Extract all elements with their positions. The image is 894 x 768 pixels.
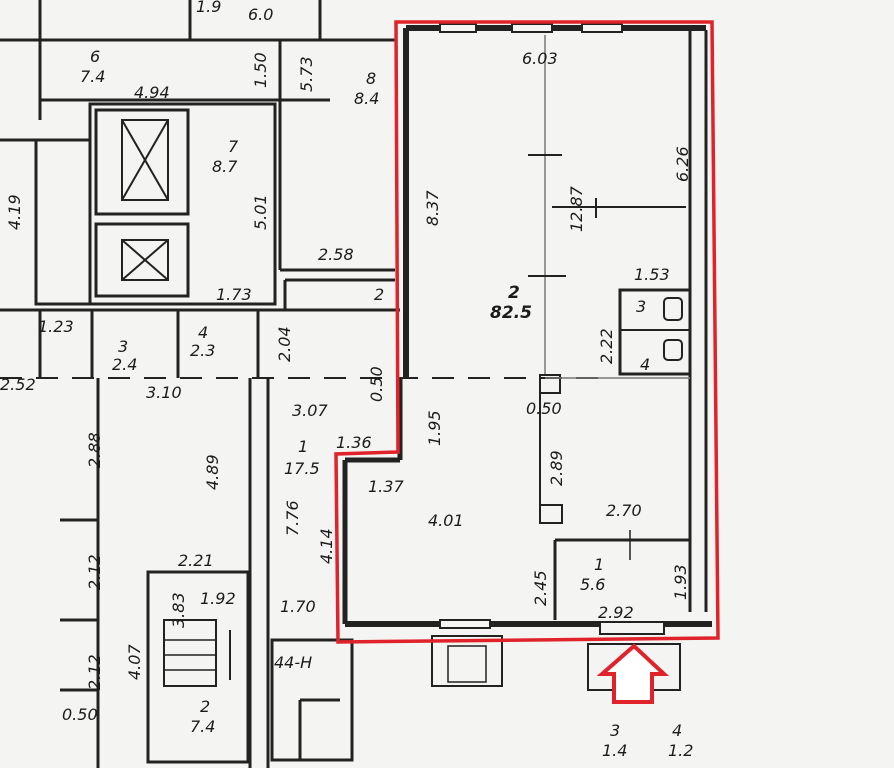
room4a-area: 2.3 [190, 341, 215, 360]
room6-number: 6 [90, 47, 100, 66]
room3a-area: 2.4 [112, 355, 137, 374]
room6-area: 7.4 [80, 67, 105, 86]
label-2-21: 2.21 [178, 551, 214, 570]
label-44-h: 44-H [274, 653, 312, 672]
label-2-92: 2.92 [598, 603, 634, 622]
room3b-number: 3 [610, 721, 620, 740]
label-3-10: 3.10 [146, 383, 182, 402]
label-1-37: 1.37 [368, 477, 404, 496]
label-7-76: 7.76 [283, 500, 302, 536]
label-1-95: 1.95 [425, 410, 444, 446]
label-2-89: 2.89 [547, 450, 566, 486]
label-2-04: 2.04 [275, 326, 294, 362]
label-2-22: 2.22 [597, 328, 616, 364]
room4-number: 4 [640, 355, 650, 374]
room4b-area: 1.2 [668, 741, 693, 760]
room2a-area: 7.4 [190, 717, 215, 736]
label-4-01: 4.01 [428, 511, 464, 530]
room3-number: 3 [636, 297, 646, 316]
label-0-50c: 0.50 [526, 399, 562, 418]
label-1-23: 1.23 [38, 317, 74, 336]
label-1-92: 1.92 [200, 589, 236, 608]
label-2-45: 2.45 [531, 570, 550, 606]
label-2-58: 2.58 [318, 245, 354, 264]
unit-outline [334, 20, 720, 644]
unit-walls [342, 23, 712, 691]
label-2-12a: 2.12 [85, 554, 104, 590]
label-1-9: 1.9 [196, 0, 221, 16]
room4b-number: 4 [672, 721, 682, 740]
label-8-37: 8.37 [423, 190, 442, 226]
labels: 6.0 1.9 6 7.4 4.94 1.50 5.73 8 8.4 7 8.7… [0, 0, 693, 760]
label-2-88: 2.88 [85, 432, 104, 468]
label-4-14: 4.14 [317, 528, 336, 564]
room2-area: 82.5 [490, 303, 532, 323]
label-5-73: 5.73 [297, 56, 316, 92]
label-4-19: 4.19 [5, 194, 24, 230]
room2-number: 2 [508, 283, 520, 303]
label-1-53: 1.53 [634, 265, 670, 284]
room1a-number: 1 [298, 437, 308, 456]
label-6-26: 6.26 [673, 146, 692, 182]
room1-area: 5.6 [580, 575, 605, 594]
room7-number: 7 [228, 137, 239, 156]
label-1-73: 1.73 [216, 285, 252, 304]
label-6-03: 6.03 [522, 49, 558, 68]
room7-area: 8.7 [212, 157, 238, 176]
entrance-arrow-icon [596, 643, 670, 704]
label-2-70: 2.70 [606, 501, 642, 520]
room8-number: 8 [366, 69, 376, 88]
room8-area: 8.4 [354, 89, 379, 108]
label-1-93: 1.93 [671, 564, 690, 600]
label-4-07: 4.07 [125, 644, 144, 680]
label-12-87: 12.87 [567, 185, 586, 232]
room3a-number: 3 [118, 337, 128, 356]
label-4-89: 4.89 [203, 454, 222, 490]
label-4-94: 4.94 [134, 83, 170, 102]
walls [0, 0, 610, 768]
label-5-01: 5.01 [251, 194, 270, 230]
label-1-70: 1.70 [280, 597, 316, 616]
label-3-07: 3.07 [292, 401, 328, 420]
room1a-area: 17.5 [284, 459, 320, 478]
room1-number: 1 [594, 555, 604, 574]
label-3-83: 3.83 [169, 592, 188, 628]
label-0-50b: 0.50 [62, 705, 98, 724]
label-6-0: 6.0 [248, 5, 273, 24]
label-2-52: 2.52 [0, 375, 36, 394]
label-2: 2 [374, 285, 384, 304]
label-2-12b: 2.12 [85, 654, 104, 690]
label-1-50: 1.50 [251, 52, 270, 88]
room4a-number: 4 [198, 323, 208, 342]
room2a-number: 2 [200, 697, 210, 716]
label-1-36: 1.36 [336, 433, 372, 452]
label-0-50a: 0.50 [367, 366, 386, 402]
room3b-area: 1.4 [602, 741, 627, 760]
